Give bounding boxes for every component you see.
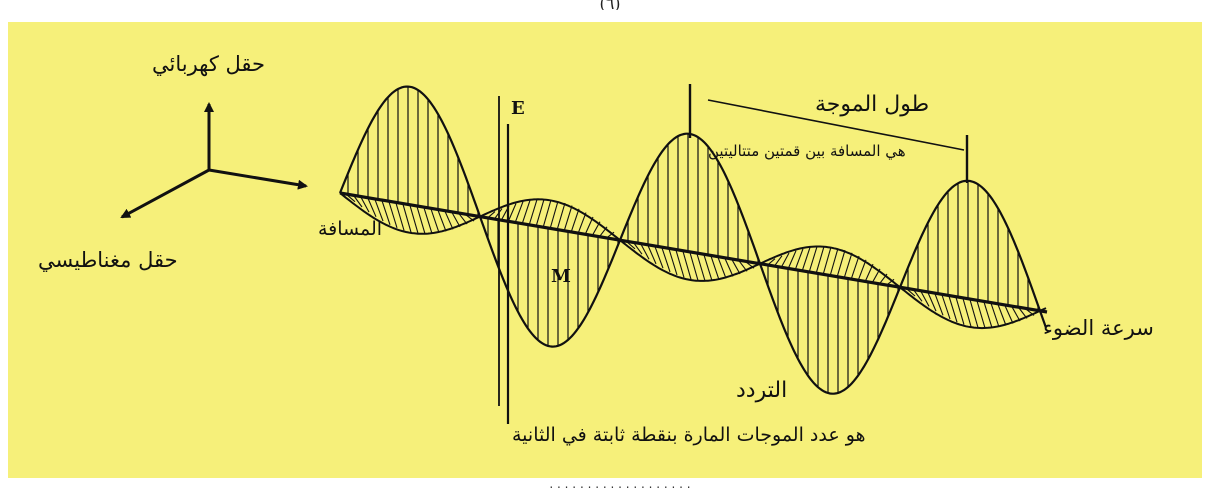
top-caption-partial: (٦) <box>599 0 621 10</box>
magnetic-hatch-line <box>668 248 678 276</box>
wavelength-bracket-line <box>707 99 965 151</box>
magnetic-hatch-line <box>717 257 727 279</box>
magnetic-hatch-line <box>724 258 734 277</box>
magnetic-hatch-line <box>549 200 559 230</box>
m-marker-label: M <box>551 266 571 287</box>
magnetic-hatch-line <box>675 250 685 278</box>
wavelength-definition: هي المسافة بين قمتين متتاليتين <box>708 142 906 160</box>
magnetic-wave-hatching <box>346 194 1035 329</box>
magnetic-hatch-line <box>556 202 566 231</box>
magnetic-hatch-line <box>507 203 517 223</box>
speed-of-light-label: سرعة الضوء <box>1043 316 1154 340</box>
magnetic-hatch-line <box>437 210 447 232</box>
magnetic-hatch-line <box>451 212 461 228</box>
magnetic-hatch-line <box>402 204 412 233</box>
frequency-title: التردد <box>736 378 788 403</box>
magnetic-hatch-line <box>857 259 867 282</box>
magnetic-hatch-line <box>955 297 965 325</box>
diagram-panel <box>8 22 1202 478</box>
magnetic-hatch-line <box>703 254 713 281</box>
magnetic-hatch-line <box>843 252 853 279</box>
electric-field-wave <box>338 85 1048 395</box>
magnetic-field-label: حقل مغناطيسي <box>38 248 178 272</box>
magnetic-hatch-line <box>353 195 363 208</box>
distance-label: المسافة <box>318 218 383 240</box>
magnetic-hatch-line <box>836 250 846 278</box>
propagation-axis-arrow <box>208 168 308 190</box>
magnetic-hatch-line <box>787 250 797 270</box>
magnetic-hatch-line <box>633 242 643 255</box>
magnetic-hatch-line <box>976 300 986 329</box>
magnetic-hatch-line <box>521 200 531 225</box>
magnetic-hatch-line <box>514 201 524 224</box>
magnetic-hatch-line <box>794 248 804 271</box>
magnetic-hatch-line <box>542 199 552 228</box>
magnetic-hatch-line <box>710 255 720 280</box>
magnetic-hatch-line <box>570 208 580 233</box>
magnetic-hatch-line <box>654 246 664 269</box>
magnetic-hatch-line <box>388 201 398 229</box>
magnetic-hatch-line <box>395 202 405 231</box>
magnetic-hatch-line <box>815 246 825 274</box>
bottom-caption-partial: . . . . . . . . . . . . . . . . . . . <box>549 478 691 488</box>
magnetic-hatch-line <box>430 208 440 233</box>
magnetic-hatch-line <box>367 198 377 218</box>
magnetic-hatch-line <box>941 294 951 320</box>
magnetic-hatch-line <box>822 246 832 276</box>
frequency-definition: هو عدد الموجات المارة بنقطة ثابتة في الث… <box>512 424 866 446</box>
magnetic-hatch-line <box>969 299 979 328</box>
magnetic-hatch-line <box>416 206 426 234</box>
magnetic-field-axis-arrow <box>120 168 210 219</box>
magnetic-hatch-line <box>423 207 433 234</box>
magnetic-hatch-line <box>1011 306 1021 322</box>
magnetic-hatch-line <box>808 246 818 273</box>
magnetic-hatch-line <box>696 253 706 282</box>
magnetic-hatch-line <box>682 251 692 280</box>
magnetic-hatch-line <box>927 292 937 312</box>
magnetic-hatch-line <box>409 205 419 234</box>
magnetic-hatch-line <box>997 304 1007 326</box>
e-marker-label: E <box>511 98 525 119</box>
wavelength-title: طول الموجة <box>815 92 930 117</box>
magnetic-hatch-line <box>913 289 923 302</box>
magnetic-hatch-line <box>780 252 790 269</box>
propagation-axis-line <box>339 191 1048 314</box>
magnetic-hatch-line <box>731 259 741 275</box>
magnetic-hatch-line <box>528 199 538 226</box>
magnetic-hatch-line <box>661 247 671 273</box>
magnetic-hatch-line <box>948 296 958 323</box>
magnetic-hatch-line <box>934 293 944 316</box>
magnetic-hatch-line <box>920 291 930 307</box>
magnetic-field-wave <box>339 192 1047 330</box>
magnetic-hatch-line <box>360 196 370 213</box>
magnetic-hatch-line <box>563 205 573 232</box>
magnetic-hatch-line <box>1004 305 1014 324</box>
magnetic-hatch-line <box>801 247 811 272</box>
magnetic-hatch-line <box>962 298 972 327</box>
magnetic-hatch-line <box>829 248 839 277</box>
magnetic-hatch-line <box>647 245 657 265</box>
magnetic-hatch-line <box>346 194 356 203</box>
electric-field-label: حقل كهربائي <box>152 52 266 76</box>
electric-wave-hatching <box>347 86 1039 393</box>
magnetic-hatch-line <box>983 301 993 328</box>
magnetic-hatch-line <box>374 199 384 222</box>
magnetic-hatch-line <box>381 200 391 225</box>
magnetic-hatch-line <box>535 199 545 227</box>
axes-group <box>120 102 308 219</box>
magnetic-hatch-line <box>850 255 860 280</box>
magnetic-hatch-line <box>577 212 587 234</box>
magnetic-hatch-line <box>990 303 1000 328</box>
magnetic-hatch-line <box>444 211 454 230</box>
magnetic-hatch-line <box>640 244 650 260</box>
magnetic-hatch-line <box>689 252 699 281</box>
magnetic-hatch-line <box>584 216 594 236</box>
